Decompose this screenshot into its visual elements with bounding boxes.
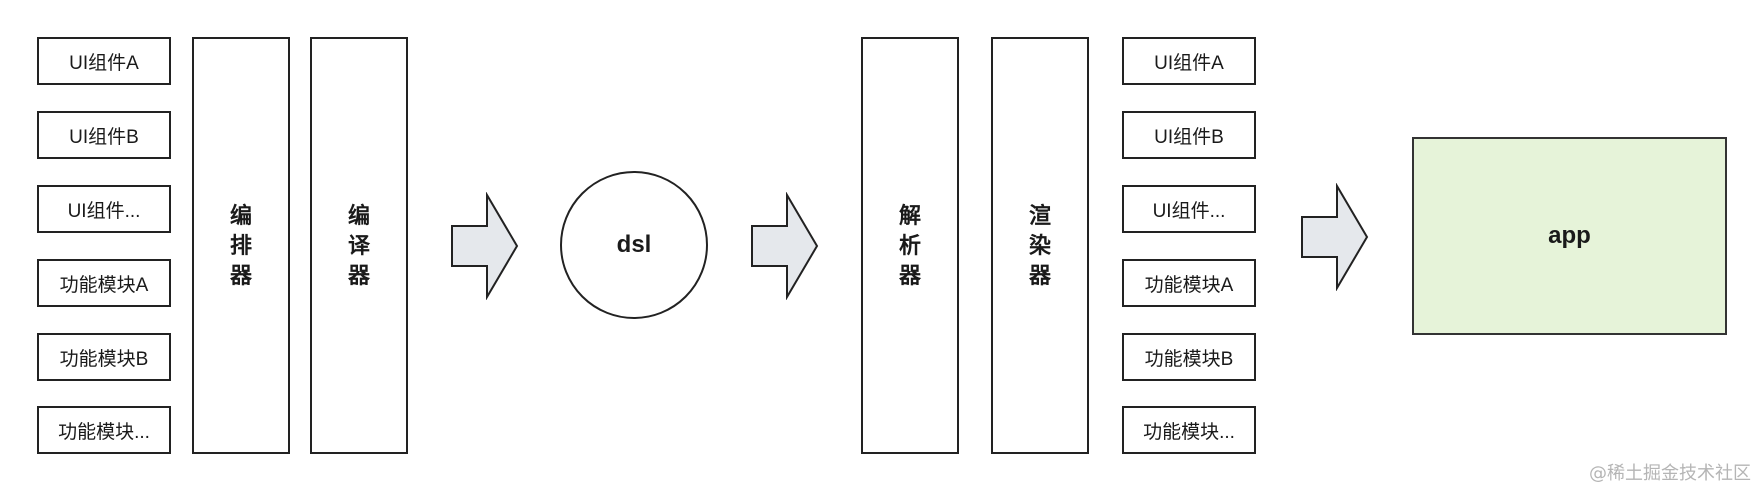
parse-stage-label: 解析器 <box>898 202 921 288</box>
right-box-ui-component-a: UI组件A <box>1122 37 1256 85</box>
layout-stage-box: 编排器 <box>192 37 290 454</box>
flow-arrow-1 <box>451 192 519 300</box>
render-stage-box: 渲染器 <box>991 37 1089 454</box>
layout-stage-label: 编排器 <box>229 202 252 288</box>
flow-arrow-3 <box>1301 183 1369 291</box>
left-box-ui-component-more: UI组件... <box>37 185 171 233</box>
compile-stage-label: 编译器 <box>347 202 370 288</box>
left-box-feature-module-b: 功能模块B <box>37 333 171 381</box>
right-box-ui-component-more: UI组件... <box>1122 185 1256 233</box>
flow-arrow-2 <box>751 192 819 300</box>
right-box-feature-module-more: 功能模块... <box>1122 406 1256 454</box>
render-stage-label: 渲染器 <box>1028 202 1051 288</box>
left-box-feature-module-more: 功能模块... <box>37 406 171 454</box>
app-box: app <box>1412 137 1727 335</box>
left-box-ui-component-b: UI组件B <box>37 111 171 159</box>
dsl-label: dsl <box>616 231 652 258</box>
left-box-ui-component-a: UI组件A <box>37 37 171 85</box>
app-label: app <box>1548 222 1591 249</box>
right-box-feature-module-b: 功能模块B <box>1122 333 1256 381</box>
right-box-ui-component-b: UI组件B <box>1122 111 1256 159</box>
right-box-feature-module-a: 功能模块A <box>1122 259 1256 307</box>
compile-stage-box: 编译器 <box>310 37 408 454</box>
left-box-feature-module-a: 功能模块A <box>37 259 171 307</box>
watermark: @稀土掘金技术社区 <box>1589 463 1751 484</box>
dsl-node: dsl <box>560 171 708 319</box>
parse-stage-box: 解析器 <box>861 37 959 454</box>
